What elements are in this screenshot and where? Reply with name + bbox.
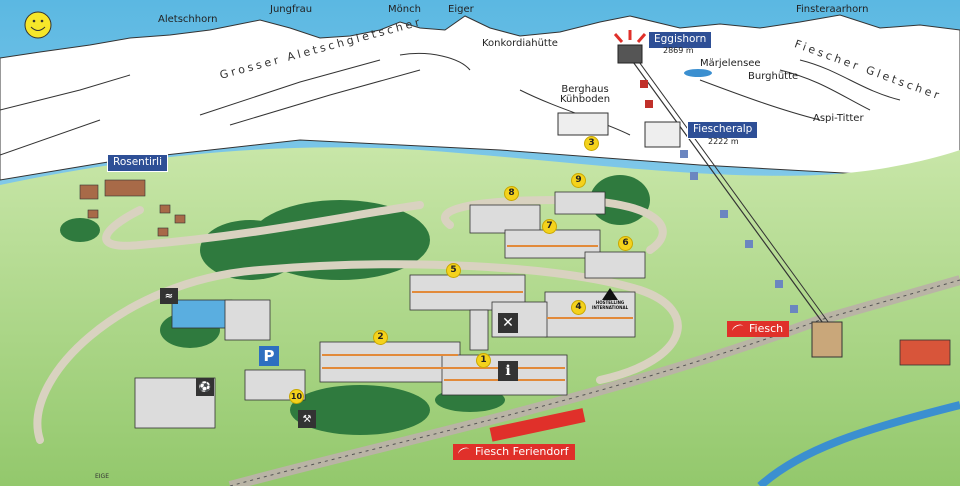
peak-moench: Mönch xyxy=(388,4,421,15)
rosentirli-chalets xyxy=(79,179,186,237)
info-icon[interactable]: i xyxy=(498,361,518,381)
sports-hall-icon[interactable]: ⚽ xyxy=(196,378,214,396)
eggishorn-altitude: 2869 m xyxy=(663,46,694,55)
marker-6[interactable]: 6 xyxy=(618,236,633,251)
artist-signature: EIGE xyxy=(95,473,110,480)
place-konkordiahuette: Konkordiahütte xyxy=(482,38,558,49)
eggishorn-sun-rays-icon xyxy=(613,30,647,43)
rosentirli-label: Rosentirli xyxy=(107,154,169,172)
gondolas xyxy=(640,80,653,108)
peak-aletschhorn: Aletschhorn xyxy=(158,14,218,25)
berghaus-building xyxy=(557,112,609,136)
station-fiescheralp-label: Fiescheralp xyxy=(687,121,759,139)
parking-icon[interactable]: P xyxy=(259,346,279,366)
marker-3[interactable]: 3 xyxy=(584,136,599,151)
fiescheralp-altitude: 2222 m xyxy=(708,137,739,146)
marker-1[interactable]: 1 xyxy=(476,353,491,368)
train xyxy=(489,408,586,442)
fiesch-feriendorf-label: Fiesch Feriendorf xyxy=(453,444,575,461)
feriendorf-text: Fiesch Feriendorf xyxy=(475,445,569,458)
berghaus-line1: Berghaus xyxy=(561,84,609,95)
swimming-icon[interactable]: ≈ xyxy=(160,288,178,304)
place-burghuette: Burghütte xyxy=(748,71,799,82)
marker-10[interactable]: 10 xyxy=(289,389,304,404)
marker-4[interactable]: 4 xyxy=(571,300,586,315)
marker-2[interactable]: 2 xyxy=(373,330,388,345)
fiesch-text: Fiesch xyxy=(749,322,784,335)
cable-car-line xyxy=(627,54,829,331)
lake-maerjelensee xyxy=(684,69,712,77)
marker-8[interactable]: 8 xyxy=(504,186,519,201)
fiesch-station xyxy=(811,321,843,358)
hostel-line1: HOSTELLING xyxy=(595,300,625,305)
marker-5[interactable]: 5 xyxy=(446,263,461,278)
river xyxy=(757,401,960,486)
fiesch-label: Fiesch xyxy=(727,321,790,338)
hostel-house-icon xyxy=(602,288,619,300)
marker-9[interactable]: 9 xyxy=(571,173,586,188)
sun-icon xyxy=(24,11,52,39)
berghaus-line2: Kühboden xyxy=(560,94,611,105)
buildings xyxy=(134,191,951,429)
fiescheralp-station xyxy=(644,121,681,148)
marker-7[interactable]: 7 xyxy=(542,219,557,234)
restaurant-icon[interactable]: ✕ xyxy=(498,313,518,333)
station-eggishorn-label: Eggishorn xyxy=(648,31,713,49)
place-berghaus-kuehboden: Berghaus Kühboden xyxy=(560,85,610,105)
place-maerjelensee: Märjelensee xyxy=(700,58,761,69)
hostelling-international-logo: HOSTELLING INTERNATIONAL xyxy=(592,288,628,310)
peak-finsteraarhorn: Finsteraarhorn xyxy=(796,4,869,15)
peak-jungfrau: Jungfrau xyxy=(270,4,313,15)
peak-eiger: Eiger xyxy=(448,4,474,15)
eggishorn-station xyxy=(617,44,643,64)
place-aspi-titter: Aspi-Titter xyxy=(813,113,864,124)
hostel-line2: INTERNATIONAL xyxy=(592,305,629,310)
playground-icon[interactable]: ⚒ xyxy=(298,410,316,428)
